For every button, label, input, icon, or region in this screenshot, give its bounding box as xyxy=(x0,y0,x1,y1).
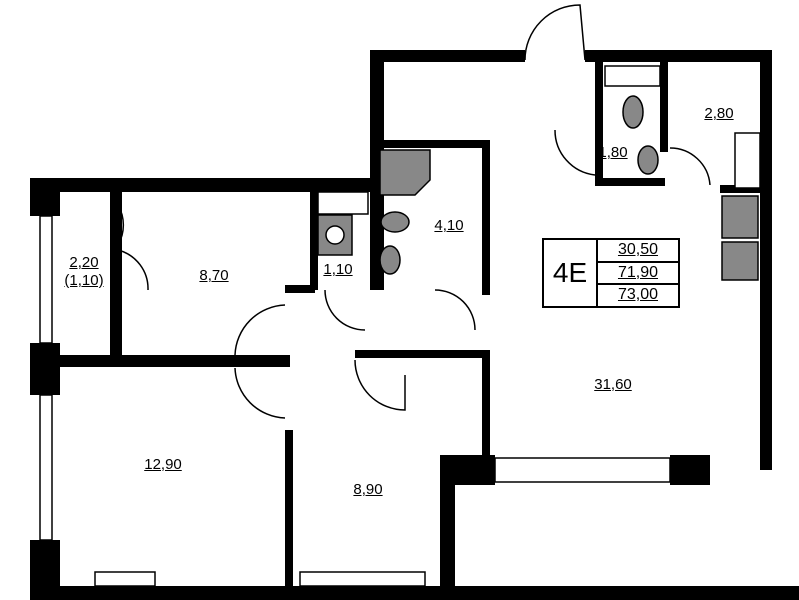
room-label-kitchen-living: 31,60 xyxy=(594,376,632,393)
room-label-bathroom: 4,10 xyxy=(434,217,464,234)
windows xyxy=(39,215,671,587)
walls xyxy=(30,50,799,600)
total-area-with-balcony: 73,00 xyxy=(617,286,659,304)
door-swings xyxy=(117,4,711,419)
room-area: 2,20 xyxy=(69,254,99,271)
room-label-bathroom-small: 1,10 xyxy=(323,261,353,278)
room-label-balcony: 2,20 (1,10) xyxy=(64,254,103,290)
room-label-bedroom-3: 8,90 xyxy=(353,481,383,498)
total-area: 71,90 xyxy=(598,263,678,286)
room-label-storage: 2,80 xyxy=(704,105,734,122)
living-area: 30,50 xyxy=(598,240,678,263)
room-label-bedroom-1: 8,70 xyxy=(199,267,229,284)
unit-info-box: 4E 30,50 71,90 73,00 xyxy=(542,238,680,308)
unit-code: 4E xyxy=(544,240,598,306)
room-label-toilet: 1,80 xyxy=(598,144,628,161)
room-label-bedroom-2: 12,90 xyxy=(144,456,182,473)
fixtures xyxy=(317,65,761,281)
room-reduced-area: (1,10) xyxy=(64,272,104,289)
